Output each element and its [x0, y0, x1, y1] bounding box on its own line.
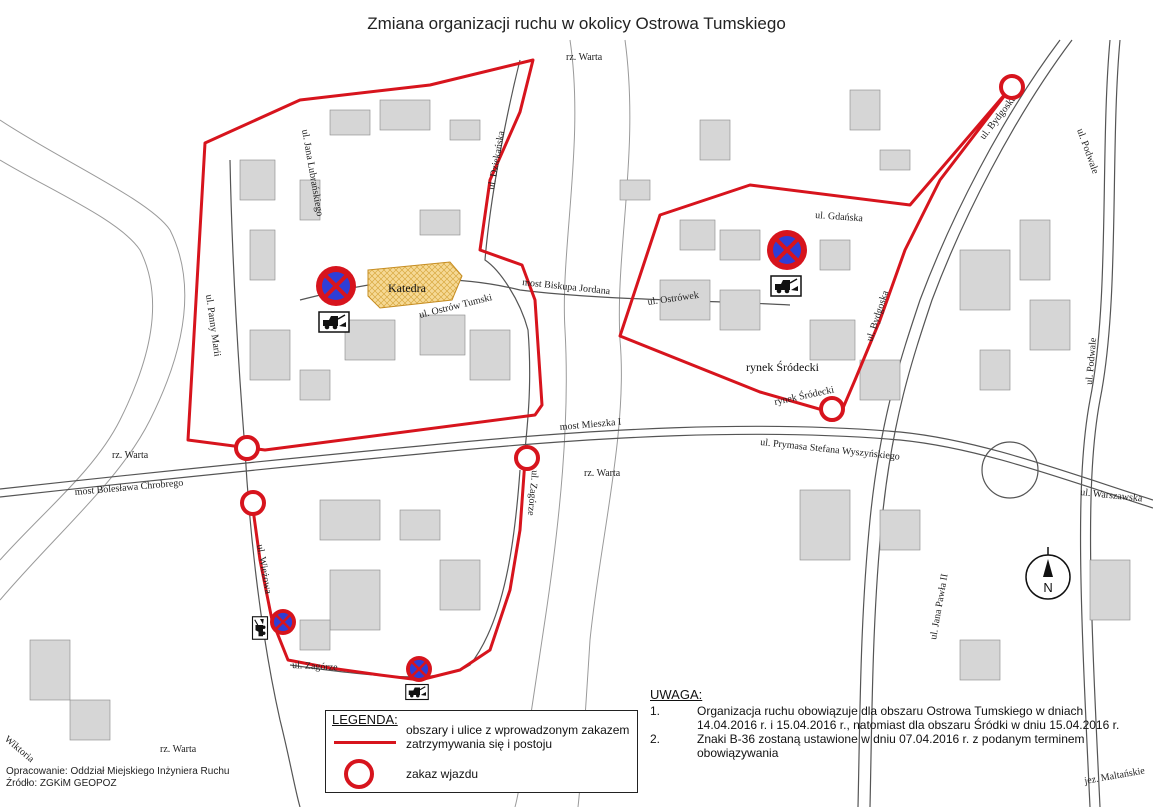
no-stopping-sign-icon — [268, 607, 298, 637]
legend-no-entry-icon — [344, 759, 374, 789]
note-text: Organizacja ruchu obowiązuje dla obszaru… — [697, 704, 1120, 732]
note-number: 1. — [650, 704, 661, 718]
no-entry-sign-icon — [819, 396, 845, 422]
zone-ostrow-tumski — [186, 58, 544, 452]
label-river-mid: rz. Warta — [584, 468, 621, 479]
legend: LEGENDA: obszary i ulice z wprowadzonym … — [325, 710, 638, 793]
label-most-mieszka: most Mieszka I — [559, 417, 621, 433]
no-stopping-sign-icon — [404, 654, 434, 684]
credits-line-2: Źródło: ZGKiM GEOPOZ — [6, 778, 117, 789]
label-podwale-lower: ul. Podwale — [1084, 337, 1099, 386]
label-river-top: rz. Warta — [566, 52, 603, 63]
tow-truck-icon — [251, 616, 269, 640]
legend-zone-label: obszary i ulice z wprowadzonym zakazem z… — [406, 723, 630, 751]
no-entry-sign-icon — [999, 74, 1025, 100]
restricted-zones — [186, 58, 1014, 682]
tow-truck-icon — [405, 683, 429, 701]
no-entry-sign-icon — [240, 490, 266, 516]
no-stopping-sign-icon — [314, 264, 358, 308]
label-zagorze-horizontal: ul. Zagórze — [292, 660, 339, 673]
no-stopping-sign-icon — [765, 228, 809, 272]
note-number: 2. — [650, 732, 661, 746]
credits: Opracowanie: Oddział Miejskiego Inżynier… — [6, 766, 229, 790]
zone-srodka — [618, 84, 1014, 417]
notes-title: UWAGA: — [650, 687, 703, 702]
label-rynek-srodecki: rynek Śródecki — [746, 360, 820, 374]
no-entry-sign-icon — [234, 435, 260, 461]
tow-truck-icon — [770, 275, 802, 297]
legend-zone-line-icon — [334, 741, 396, 744]
label-river-left: rz. Warta — [112, 450, 149, 461]
tow-truck-icon — [318, 311, 350, 333]
label-zagorze-vertical: ul. Zagórze — [525, 470, 540, 517]
note-text: Znaki B-36 zostaną ustawione w dniu 07.0… — [697, 732, 1085, 760]
label-katedra: Katedra — [388, 281, 427, 295]
credits-line-1: Opracowanie: Oddział Miejskiego Inżynier… — [6, 766, 230, 777]
note-item: 2. Znaki B-36 zostaną ustawione w dniu 0… — [650, 732, 1130, 760]
label-gdanska: ul. Gdańska — [815, 210, 864, 224]
map-title: Zmiana organizacji ruchu w okolicy Ostro… — [367, 14, 786, 33]
cathedral-area — [367, 261, 463, 309]
label-river-bottom: rz. Warta — [160, 744, 197, 755]
compass-north-label: N — [1043, 580, 1052, 595]
compass-icon: N — [1025, 547, 1071, 600]
buildings — [29, 89, 1131, 741]
notes-panel: UWAGA: 1. Organizacja ruchu obowiązuje d… — [650, 687, 1130, 761]
no-entry-sign-icon — [514, 445, 540, 471]
legend-no-entry-label: zakaz wjazdu — [406, 767, 479, 781]
note-item: 1. Organizacja ruchu obowiązuje dla obsz… — [650, 704, 1130, 732]
zone-wiezowa-zagorze — [250, 459, 527, 682]
legend-title: LEGENDA: — [332, 712, 398, 727]
